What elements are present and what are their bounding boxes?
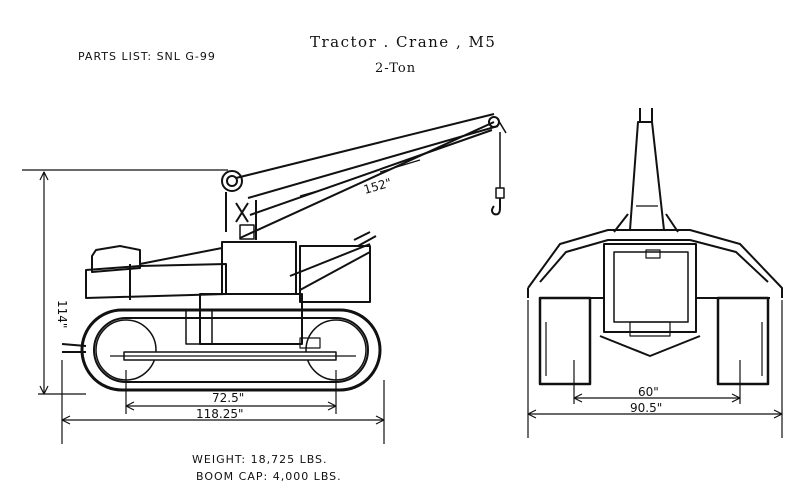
front-boom [613,108,679,233]
right-track-front [716,296,770,386]
crawler-track [80,308,382,392]
boom-capacity-spec: BOOM CAP: 4,000 LBS. [196,470,342,483]
front-width-label: 90.5" [630,401,662,415]
counterweight [299,245,371,303]
height-label: 114" [55,300,69,328]
drawing-title: Tractor . Crane , M5 [310,33,497,51]
parts-list-label: PARTS LIST: SNL G-99 [78,50,216,63]
drawing-subtitle: 2-Ton [375,61,417,76]
front-dimensions [527,300,783,438]
weight-spec: WEIGHT: 18,725 LBS. [192,453,328,466]
engine-hood [85,245,227,300]
boom [235,113,507,239]
hoist-sheave [221,170,257,240]
side-view: 152" 114" 72.5" 118.25" [22,113,507,444]
front-view: 60" 90.5" [527,108,783,438]
front-gauge-label: 60" [638,385,659,399]
front-body [527,229,783,357]
track-dimensions [61,360,385,444]
cab [221,241,297,295]
boom-length-label: 152" [362,176,393,197]
track-overall-label: 118.25" [196,407,244,421]
left-track-front [538,296,592,386]
track-inner-label: 72.5" [212,391,244,405]
hook [491,132,505,216]
